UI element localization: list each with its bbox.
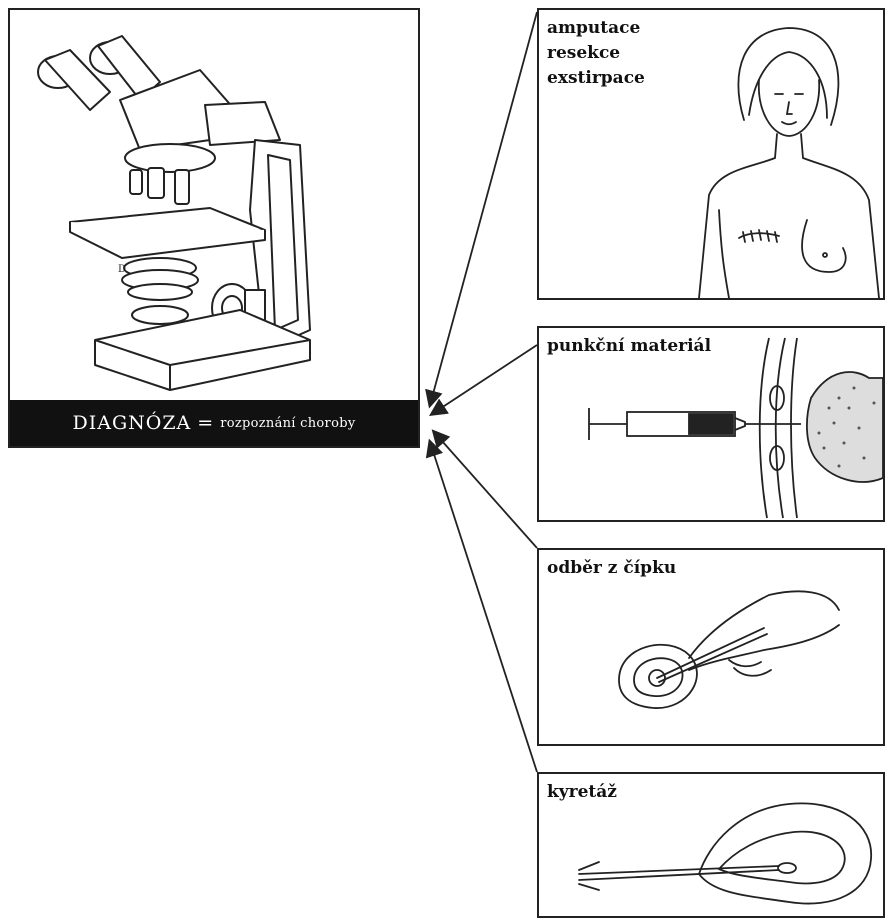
syringe-icon (539, 328, 883, 520)
diagnosis-banner: DIAGNÓZA = rozpoznání choroby (10, 400, 418, 446)
panel-curettage: kyretáž (537, 772, 885, 918)
diagnosis-term: DIAGNÓZA (73, 412, 192, 434)
cervix-sample-icon (539, 550, 883, 744)
panel-cervix-sample: odběr z čípku (537, 548, 885, 746)
svg-text:D: D (118, 264, 126, 275)
arrow-from-puncture (432, 345, 537, 414)
panel-puncture: punkční materiál (537, 326, 885, 522)
arrow-from-amputation (430, 12, 537, 405)
microscope-icon: D (10, 10, 418, 400)
woman-torso-icon (539, 10, 883, 298)
microscope-panel: D DIAGNÓZA = rozpoznání choroby (8, 8, 420, 448)
arrow-from-curettage (430, 442, 537, 772)
diagnosis-equals: = (197, 412, 214, 434)
panel-amputation: amputace resekce exstirpace (537, 8, 885, 300)
arrow-from-cervix (434, 432, 537, 548)
diagnosis-definition: rozpoznání choroby (220, 416, 355, 431)
uterus-curette-icon (539, 774, 883, 916)
